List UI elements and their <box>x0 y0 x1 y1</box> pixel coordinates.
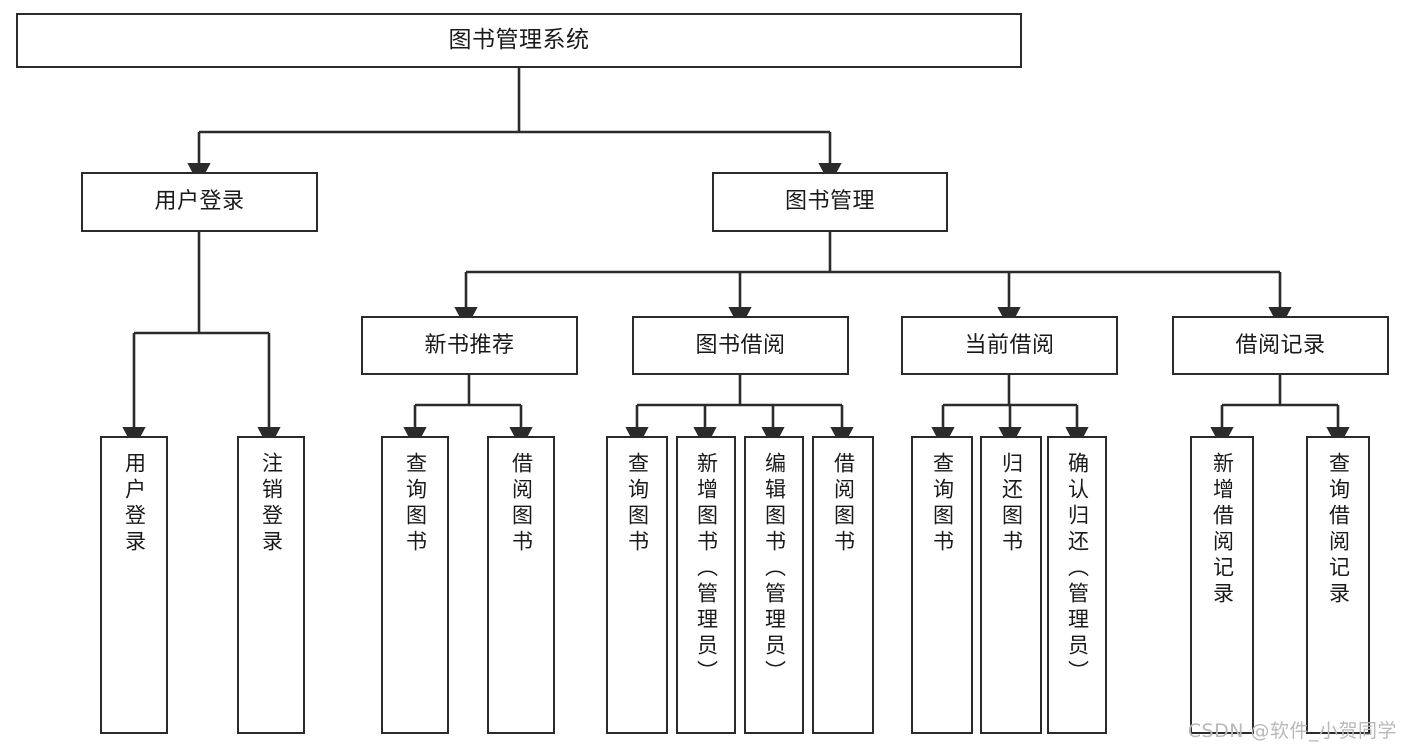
leaf-query-book-current[interactable]: 查询图书 <box>911 436 973 734</box>
leaf-user-logout[interactable]: 注销登录 <box>237 436 305 734</box>
node-label: 当前借阅 <box>964 332 1055 358</box>
node-label: 借阅图书 <box>509 452 534 556</box>
node-book-management[interactable]: 图书管理 <box>712 172 948 232</box>
node-label: 新增图书（管理员） <box>694 452 719 686</box>
node-current-borrow[interactable]: 当前借阅 <box>901 316 1118 375</box>
node-label: 用户登录 <box>122 452 147 556</box>
node-label: 查询图书 <box>930 452 955 556</box>
leaf-query-book-borrow[interactable]: 查询图书 <box>606 436 668 734</box>
node-user-login[interactable]: 用户登录 <box>81 172 318 232</box>
leaf-user-login[interactable]: 用户登录 <box>100 436 168 734</box>
node-label: 用户登录 <box>154 189 245 215</box>
node-label: 新书推荐 <box>424 332 515 358</box>
node-label: 新增借阅记录 <box>1210 452 1235 608</box>
csdn-watermark: CSDN @软件_小贺同学 <box>1187 720 1397 742</box>
node-label: 图书管理系统 <box>448 26 590 53</box>
leaf-query-borrow-record[interactable]: 查询借阅记录 <box>1306 436 1370 734</box>
leaf-confirm-return-admin[interactable]: 确认归还（管理员） <box>1047 436 1107 734</box>
leaf-edit-book-admin[interactable]: 编辑图书（管理员） <box>744 436 804 734</box>
node-borrow-record[interactable]: 借阅记录 <box>1172 316 1389 375</box>
leaf-borrow-book-recommend[interactable]: 借阅图书 <box>487 436 555 734</box>
node-label: 查询图书 <box>403 452 428 556</box>
leaf-add-book-admin[interactable]: 新增图书（管理员） <box>676 436 736 734</box>
node-book-borrow[interactable]: 图书借阅 <box>632 316 849 375</box>
leaf-return-book[interactable]: 归还图书 <box>980 436 1042 734</box>
node-label: 图书借阅 <box>695 332 786 358</box>
leaf-borrow-book-borrow[interactable]: 借阅图书 <box>812 436 874 734</box>
node-label: 借阅记录 <box>1235 332 1326 358</box>
node-root-book-management-system[interactable]: 图书管理系统 <box>16 13 1022 68</box>
leaf-add-borrow-record[interactable]: 新增借阅记录 <box>1190 436 1254 734</box>
node-label: 查询图书 <box>625 452 650 556</box>
node-label: 归还图书 <box>999 452 1024 556</box>
node-label: 确认归还（管理员） <box>1065 452 1090 686</box>
node-new-book-recommend[interactable]: 新书推荐 <box>361 316 578 375</box>
node-label: 注销登录 <box>259 452 284 556</box>
node-label: 查询借阅记录 <box>1326 452 1351 608</box>
node-label: 图书管理 <box>784 189 875 215</box>
node-label: 借阅图书 <box>831 452 856 556</box>
leaf-query-book-recommend[interactable]: 查询图书 <box>381 436 449 734</box>
node-label: 编辑图书（管理员） <box>762 452 787 686</box>
